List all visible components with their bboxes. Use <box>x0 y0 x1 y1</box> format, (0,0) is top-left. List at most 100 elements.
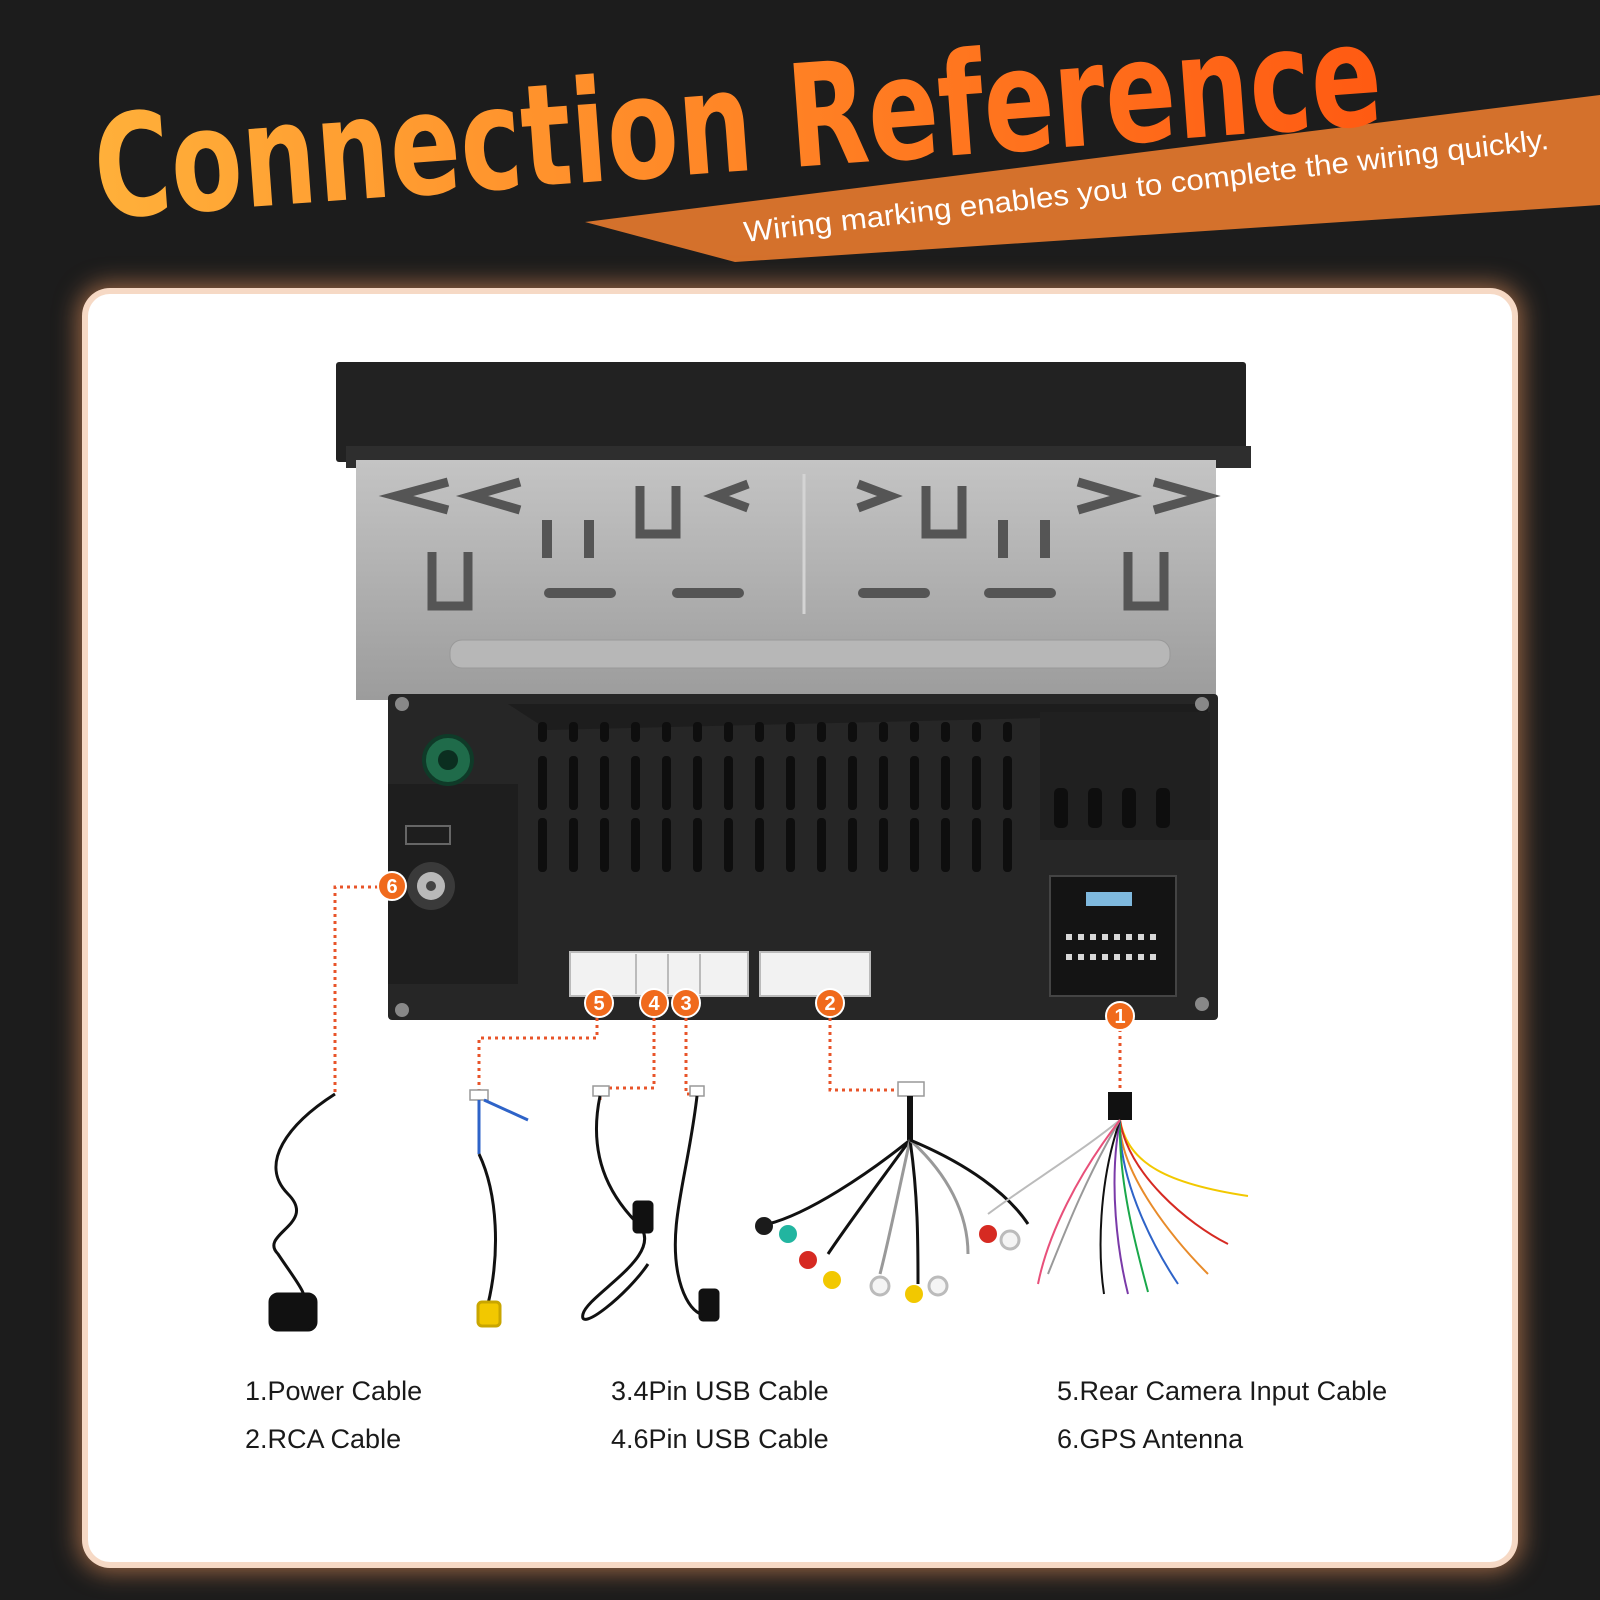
connector-pin <box>1102 934 1108 940</box>
badge-1-label: 1 <box>1114 1006 1125 1028</box>
badge-2: 2 <box>815 988 845 1018</box>
vent-slot <box>786 722 795 742</box>
connector-block <box>569 951 871 997</box>
vent-slot <box>693 722 702 742</box>
diagram-card: 6 5 4 3 2 <box>88 294 1512 1562</box>
badge-6-label: 6 <box>386 876 397 898</box>
legend-item-4: 4.6Pin USB Cable <box>611 1424 829 1454</box>
vent-slot <box>817 722 826 742</box>
antenna-jack <box>422 734 474 786</box>
connector-pin <box>1126 954 1132 960</box>
vent-slot <box>569 818 578 872</box>
connector-pin <box>1150 934 1156 940</box>
legend-item-3: 3.4Pin USB Cable <box>611 1376 829 1406</box>
connector-pin <box>1138 934 1144 940</box>
six-pin-usb-illustration <box>581 1085 654 1321</box>
vent-slot <box>972 722 981 742</box>
port-badges: 6 5 4 3 2 <box>377 871 1135 1031</box>
connector-pin <box>1150 954 1156 960</box>
badge-3-label: 3 <box>680 993 691 1015</box>
connector-pin <box>1078 934 1084 940</box>
vent-slot <box>879 756 888 810</box>
subtitle: Wiring marking enables you to complete t… <box>742 124 1550 249</box>
vent-slot <box>972 756 981 810</box>
vent-slot <box>941 818 950 872</box>
vent-slot <box>817 818 826 872</box>
four-pin-usb-illustration <box>673 1085 720 1322</box>
vent-slot <box>724 818 733 872</box>
unit-frame <box>336 362 1251 468</box>
vent-slot <box>538 756 547 810</box>
vent-slot <box>538 818 547 872</box>
vent-slot <box>600 756 609 810</box>
vent-slot <box>538 722 547 742</box>
vent-slot <box>879 722 888 742</box>
badge-5: 5 <box>584 988 614 1018</box>
rca-cable-illustration <box>755 1081 1030 1303</box>
vent-slot <box>662 722 671 742</box>
vent-slot <box>631 722 640 742</box>
vent-slot <box>569 756 578 810</box>
vent-slot <box>693 756 702 810</box>
vent-slot <box>755 756 764 810</box>
vent-slot <box>631 756 640 810</box>
connector-pin <box>1102 954 1108 960</box>
badge-3: 3 <box>671 988 701 1018</box>
vent-slot <box>724 756 733 810</box>
badge-4: 4 <box>639 988 669 1018</box>
legend-item-6: 6.GPS Antenna <box>1057 1424 1244 1454</box>
gps-antenna-illustration <box>268 1092 336 1332</box>
subtitle-text: Wiring marking enables you to complete t… <box>742 124 1550 249</box>
subtitle-ribbon <box>585 95 1600 262</box>
vent-slot <box>941 756 950 810</box>
badge-2-label: 2 <box>824 993 835 1015</box>
vent-slot <box>600 818 609 872</box>
connector-pin <box>1066 954 1072 960</box>
vent-slot <box>879 818 888 872</box>
power-cable-illustration <box>987 1092 1249 1295</box>
vent-slot <box>848 756 857 810</box>
rear-camera-cable-illustration <box>469 1089 529 1328</box>
vent-slot <box>1003 722 1012 742</box>
vent-slot <box>724 722 733 742</box>
connector-pin <box>1138 954 1144 960</box>
connector-pin <box>1078 954 1084 960</box>
connector-pin <box>1066 934 1072 940</box>
vent-slot <box>972 818 981 872</box>
vent-slot <box>693 818 702 872</box>
vent-slot <box>1003 818 1012 872</box>
legend-item-1: 1.Power Cable <box>245 1376 423 1406</box>
vent-slot <box>600 722 609 742</box>
head-unit-diagram: 6 5 4 3 2 <box>268 362 1251 1332</box>
gps-jack <box>405 825 455 910</box>
legend-item-2: 2.RCA Cable <box>245 1424 402 1454</box>
connector-pin <box>1090 934 1096 940</box>
badge-4-label: 4 <box>648 993 660 1015</box>
page-title: Connection Reference <box>90 18 1387 248</box>
vent-slot <box>910 818 919 872</box>
vent-slot <box>662 818 671 872</box>
badge-6: 6 <box>377 871 407 901</box>
vent-slot <box>662 756 671 810</box>
connector-pin <box>1090 954 1096 960</box>
vent-slot <box>631 818 640 872</box>
connector-pin <box>1114 954 1120 960</box>
vent-slot <box>569 722 578 742</box>
vent-slot <box>755 722 764 742</box>
badge-1: 1 <box>1105 1001 1135 1031</box>
leader-lines <box>333 885 1122 1102</box>
vent-slot <box>755 818 764 872</box>
legend-item-5: 5.Rear Camera Input Cable <box>1057 1376 1388 1406</box>
badge-5-label: 5 <box>593 993 604 1015</box>
vent-slot <box>910 722 919 742</box>
vent-slot <box>941 722 950 742</box>
vent-slot <box>848 818 857 872</box>
vent-slot <box>910 756 919 810</box>
power-connector <box>1049 875 1177 997</box>
connector-pin <box>1126 934 1132 940</box>
vent-slot <box>786 818 795 872</box>
vent-slot <box>786 756 795 810</box>
vent-slot <box>1003 756 1012 810</box>
vent-slot <box>848 722 857 742</box>
